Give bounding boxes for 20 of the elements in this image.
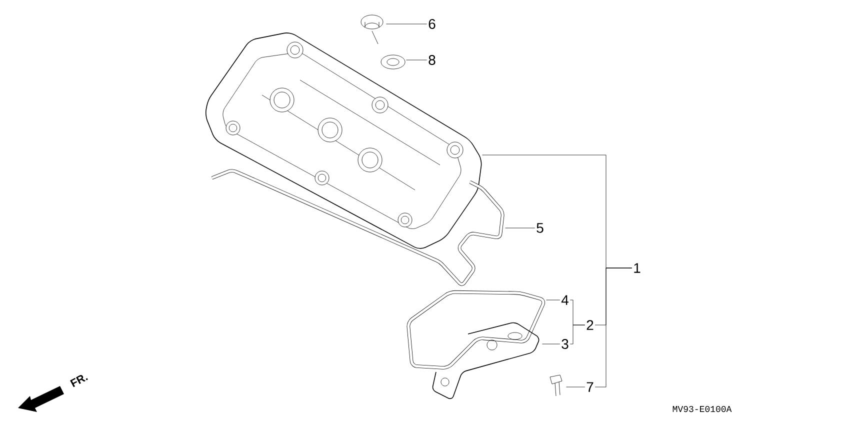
bolt-drawing: [550, 374, 562, 396]
callout-number: 1: [634, 263, 640, 273]
gasket-drawing: [211, 169, 504, 286]
leader-line: [570, 324, 586, 344]
gasket-drawing: [406, 290, 546, 370]
drawing-code: MV93-E0100A: [672, 406, 732, 412]
direction-label: FR.: [70, 375, 88, 388]
callout-number: 4: [561, 295, 568, 305]
plate-drawing: [432, 322, 540, 400]
valve-cover-drawing: [205, 32, 482, 249]
callout-number: 7: [586, 382, 594, 392]
cap-nut-drawing: [360, 14, 384, 44]
leader-line: [566, 386, 586, 388]
callout-number: 8: [428, 55, 436, 65]
callout-number: 5: [536, 223, 544, 233]
callout-number: 2: [586, 320, 594, 330]
washer-drawing: [380, 54, 406, 70]
leader-line: [594, 268, 632, 388]
callout-number: 3: [562, 339, 568, 349]
callout-number: 6: [428, 19, 436, 29]
